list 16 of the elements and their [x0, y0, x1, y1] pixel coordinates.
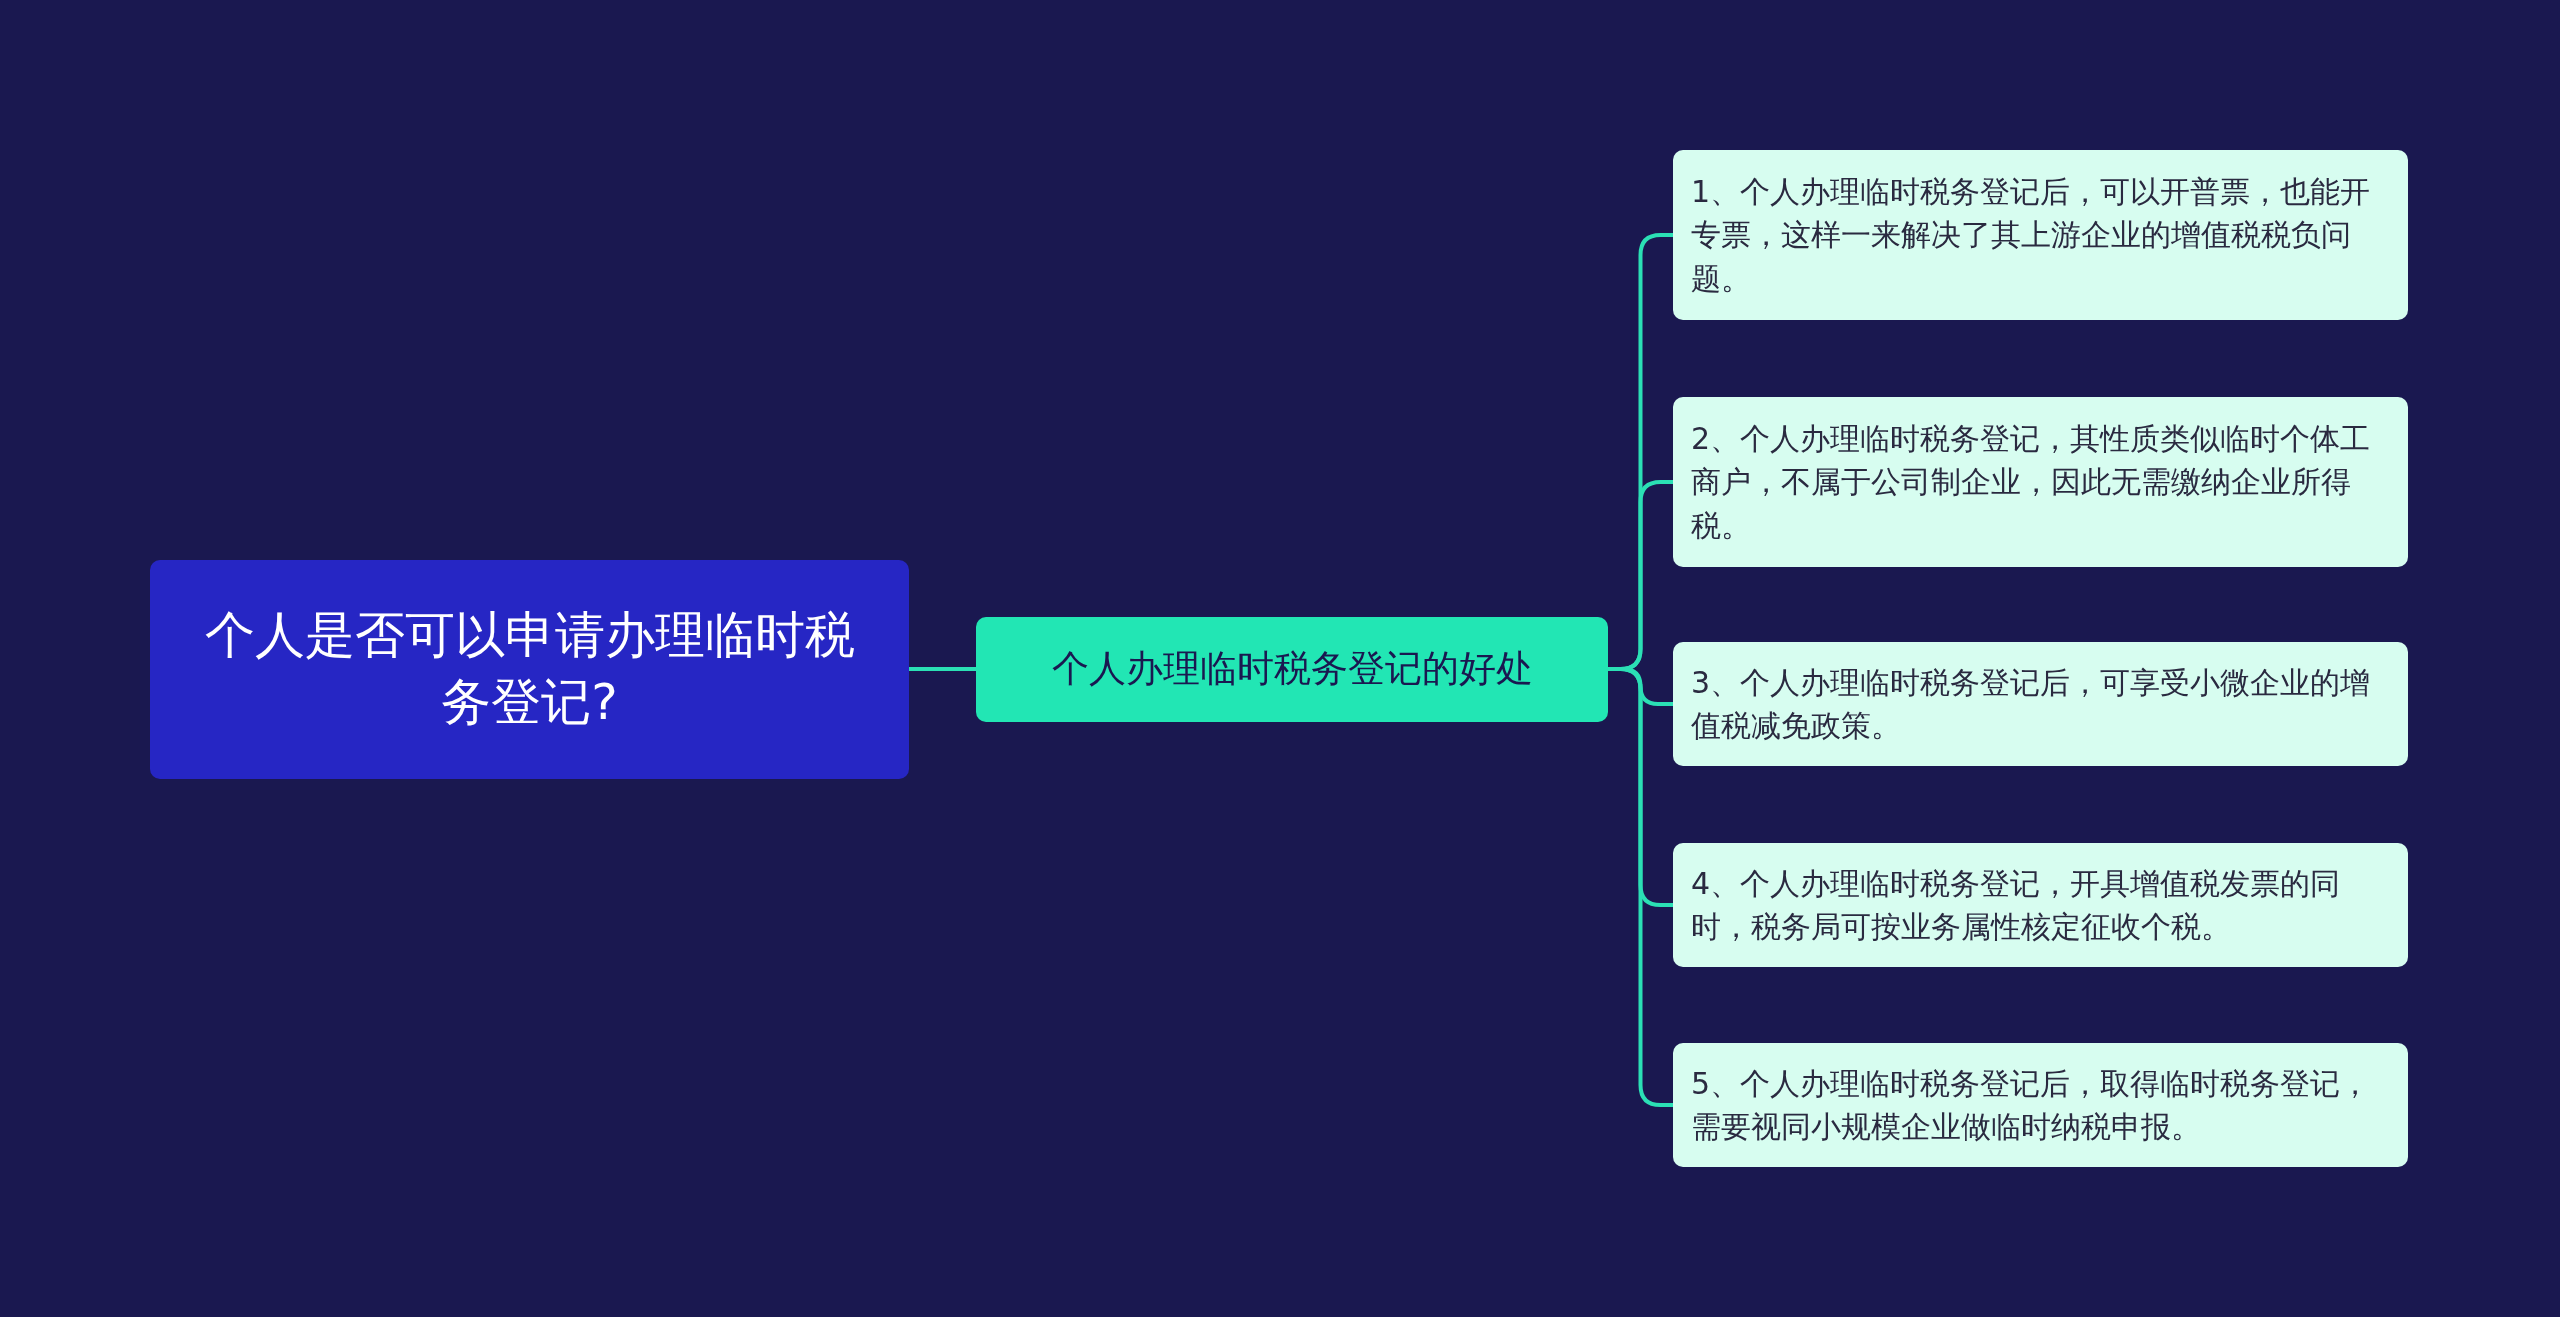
topic-text: 4、个人办理临时税务登记，开具增值税发票的同时，税务局可按业务属性核定征收个税。: [1691, 864, 2342, 946]
topic-text: 个人办理临时税务登记的好处: [1051, 646, 1533, 693]
root-topic-box: [150, 559, 909, 779]
connector-line: [1608, 667, 1673, 1107]
topic-text: 2、个人办理临时税务登记，其性质类似临时个体工商户，不属于公司制企业，因此无需缴纳企业所得税。: [1691, 419, 2372, 545]
subtopic-box: [1673, 843, 2408, 967]
topic-text: 3、个人办理临时税务登记后，可享受小微企业的增值税减免政策。: [1691, 663, 2372, 745]
topic-text: 5、个人办理临时税务登记后，取得临时税务登记，需要视同小规模企业做临时纳税申报。: [1691, 1064, 2372, 1146]
topic-text: 1、个人办理临时税务登记后，可以开普票，也能开专票，这样一来解决了其上游企业的增值税税负问题。: [1691, 172, 2372, 298]
connector-line: [909, 667, 976, 671]
subtopic-box: [1673, 397, 2408, 567]
topic-text: 个人是否可以申请办理临时税务登记?: [203, 604, 856, 733]
subtopic-box: [1673, 642, 2408, 766]
subtopic-box: [1673, 150, 2408, 320]
subtopic-box: [1673, 1043, 2408, 1167]
main-topic-box: [976, 616, 1608, 722]
